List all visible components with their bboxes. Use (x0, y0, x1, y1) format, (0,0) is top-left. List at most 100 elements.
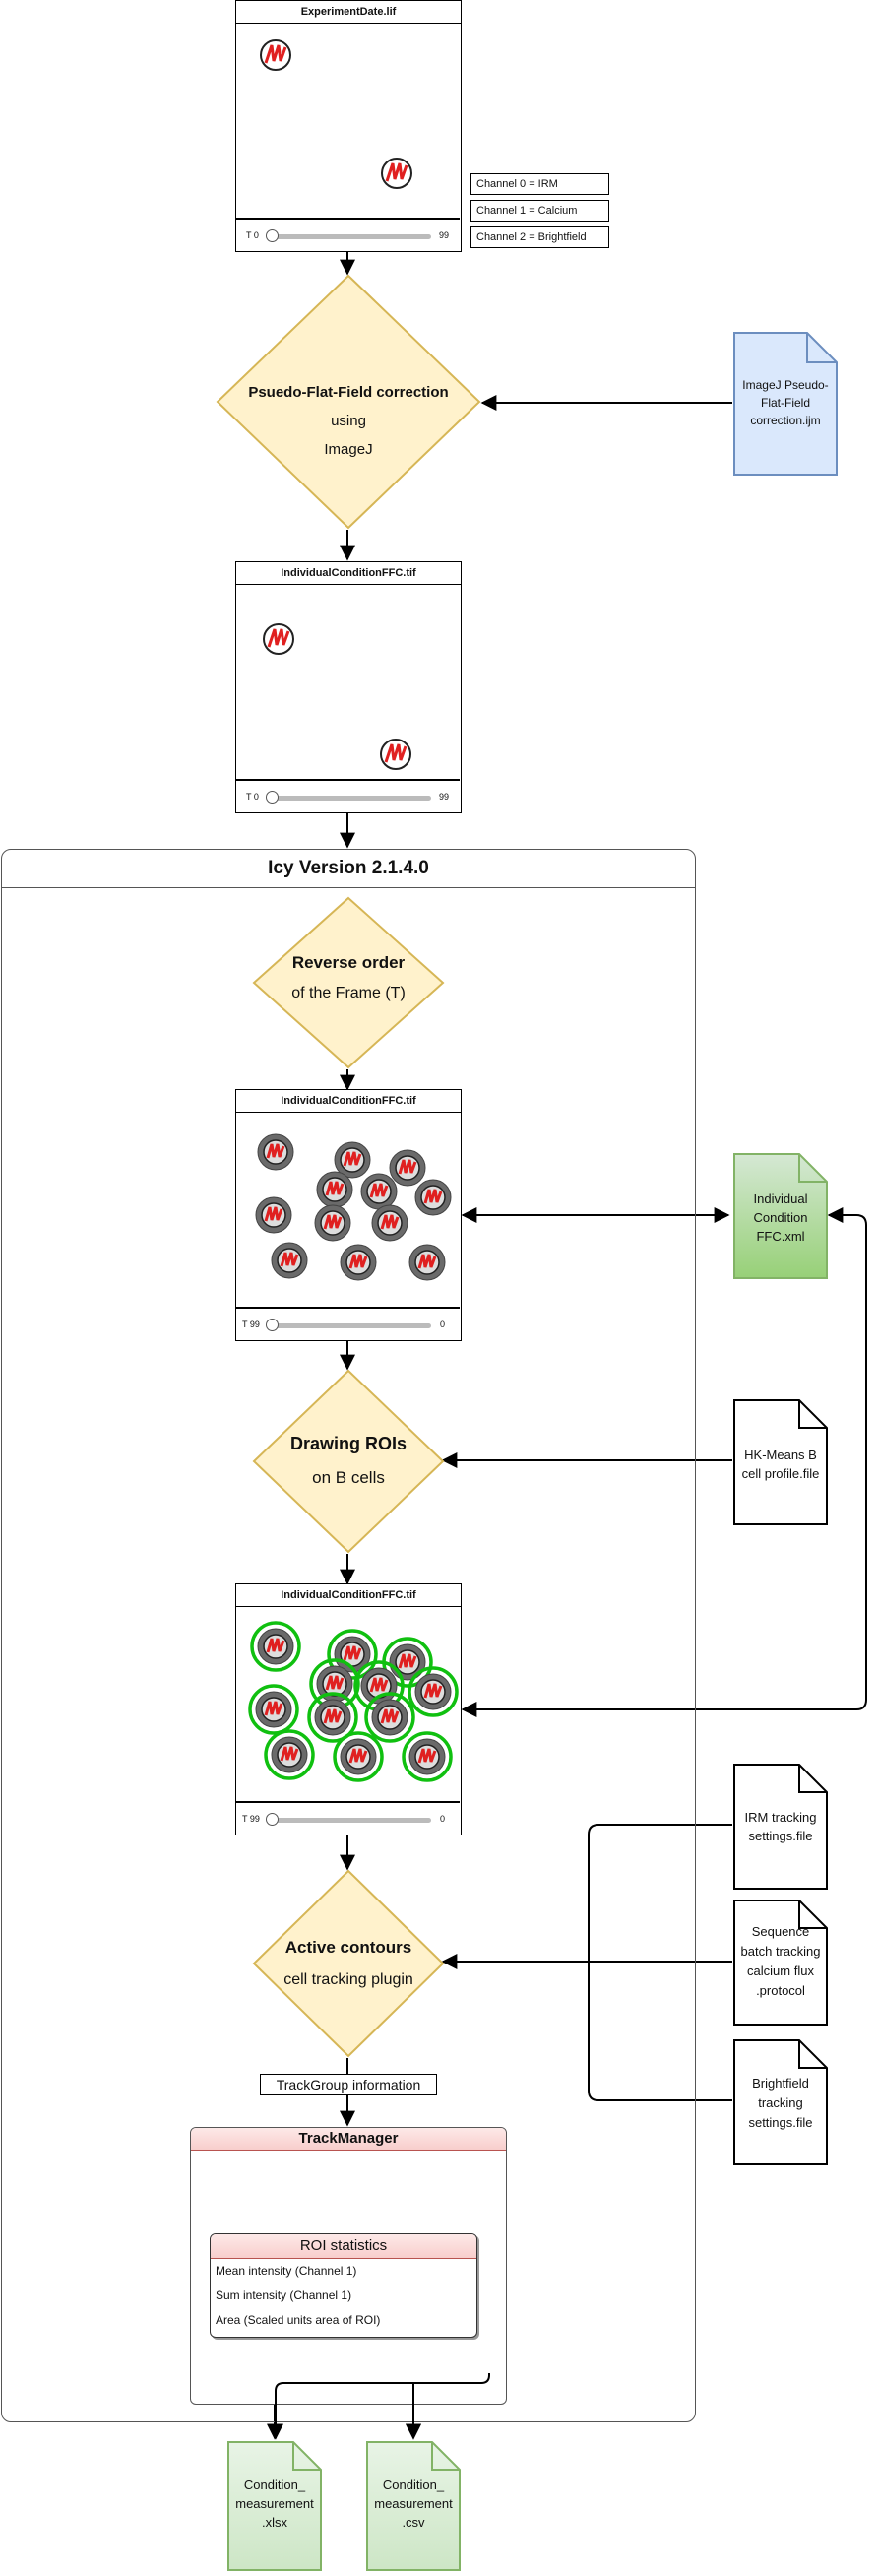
cell (333, 1731, 384, 1782)
arrow-roiviewer-to-xml (461, 1207, 867, 1717)
channel-label: Channel 2 = Brightfield (470, 226, 609, 248)
slider-end-label: 99 (438, 792, 449, 802)
xml-document-icon[interactable]: Individual Condition FFC.xml (732, 1152, 829, 1280)
doc-line: Brightfield (752, 2076, 809, 2091)
protocol-document-icon[interactable]: Sequence batch tracking calcium flux .pr… (732, 1899, 829, 2027)
doc-line: FFC.xml (756, 1229, 805, 1244)
doc-line: ImageJ Pseudo- (742, 378, 829, 392)
roi-line2: on B cells (312, 1468, 385, 1487)
hk-document-icon[interactable]: HK-Means B cell profile.file (732, 1398, 829, 1526)
doc-line: Condition_ (243, 2478, 306, 2492)
slider-end-label: 0 (439, 1814, 445, 1824)
slider-end-label: 99 (438, 230, 449, 240)
cell (408, 1666, 459, 1717)
roi-circle (250, 1621, 301, 1672)
doc-line: measurement (374, 2496, 453, 2511)
roi-circle (327, 1629, 378, 1680)
trackmanager-title: TrackManager (191, 2128, 506, 2151)
doc-line: Condition (753, 1210, 808, 1225)
csv-output-document-icon[interactable]: Condition_ measurement .csv (365, 2440, 462, 2572)
cell (382, 1637, 433, 1688)
doc-line: .xlsx (262, 2515, 287, 2530)
active-contours-decision: Active contours cell tracking plugin (252, 1869, 445, 2058)
slider-track[interactable] (272, 1323, 431, 1328)
slider-thumb[interactable] (266, 1813, 279, 1826)
roi-decision: Drawing ROIs on B cells (252, 1369, 445, 1554)
roi-image-viewer: IndividualConditionFFC.tif T 99 0 (235, 1583, 462, 1835)
trackgroup-label: TrackGroup information (260, 2074, 437, 2095)
slider-start-label: T 99 (242, 1814, 260, 1824)
cell (371, 1204, 408, 1242)
cell (248, 1684, 299, 1735)
cell (257, 1133, 294, 1171)
slider-end-label: 0 (439, 1320, 445, 1329)
roi-circle (402, 1731, 453, 1782)
ffc-line3: ImageJ (324, 441, 373, 458)
slider-start-label: T 99 (242, 1320, 260, 1329)
reversed-image-viewer: IndividualConditionFFC.tif T 99 0 (235, 1089, 462, 1341)
xlsx-output-document-icon[interactable]: Condition_ measurement .xlsx (226, 2440, 323, 2572)
doc-line: IRM tracking (744, 1810, 817, 1825)
roi-stat-row: Area (Scaled units area of ROI) (216, 2313, 381, 2327)
doc-line: settings.file (748, 2115, 813, 2130)
top-image-viewer: ExperimentDate.lif T 0 99 (235, 0, 462, 252)
viewer-title: ExperimentDate.lif (236, 1, 461, 24)
doc-line: HK-Means B (744, 1448, 817, 1462)
slider-start-label: T 0 (246, 792, 259, 802)
doc-line: Condition_ (382, 2478, 445, 2492)
roi-circle (408, 1666, 459, 1717)
slider-start-label: T 0 (246, 230, 259, 240)
slider-track[interactable] (272, 234, 431, 239)
ijm-document-icon[interactable]: ImageJ Pseudo- Flat-Field correction.ijm (732, 331, 839, 477)
cell-2 (381, 158, 412, 189)
slider-thumb[interactable] (266, 229, 279, 242)
brightfield-settings-document-icon[interactable]: Brightfield tracking settings.file (732, 2038, 829, 2166)
viewer-canvas (236, 623, 460, 781)
viewer-title: IndividualConditionFFC.tif (236, 1584, 461, 1607)
viewer-canvas (236, 1621, 460, 1803)
viewer-title: IndividualConditionFFC.tif (236, 562, 461, 585)
time-slider[interactable]: T 99 0 (236, 1805, 461, 1835)
cell (334, 1141, 371, 1179)
line-irm-settings (588, 1824, 732, 1960)
doc-line: Individual (753, 1191, 808, 1206)
irm-settings-document-icon[interactable]: IRM tracking settings.file (732, 1763, 829, 1891)
slider-track[interactable] (272, 1818, 431, 1823)
cell (340, 1244, 377, 1281)
cell (327, 1629, 378, 1680)
ffc-line2: using (331, 413, 366, 429)
slider-thumb[interactable] (266, 791, 279, 804)
cell (250, 1621, 301, 1672)
cell (255, 1196, 292, 1234)
cell (316, 1171, 353, 1208)
roi-circle (307, 1692, 358, 1743)
doc-line: Flat-Field (760, 396, 810, 410)
roi-stat-row: Sum intensity (Channel 1) (216, 2288, 352, 2302)
viewer-title: IndividualConditionFFC.tif (236, 1090, 461, 1113)
cell-1 (260, 39, 291, 71)
time-slider[interactable]: T 99 0 (236, 1311, 461, 1340)
channel-list: Channel 0 = IRM Channel 1 = Calcium Chan… (470, 173, 609, 248)
time-slider[interactable]: T 0 99 (236, 783, 461, 812)
reverse-line2: of the Frame (T) (291, 985, 406, 1001)
cell (402, 1731, 453, 1782)
cell (360, 1173, 398, 1210)
channel-label: Channel 1 = Calcium (470, 200, 609, 222)
slider-thumb[interactable] (266, 1319, 279, 1331)
cell (307, 1692, 358, 1743)
ffc-decision: Psuedo-Flat-Field correction using Image… (216, 274, 481, 530)
viewer-canvas (236, 1133, 460, 1309)
doc-line: .csv (402, 2515, 425, 2530)
roi-circle (248, 1684, 299, 1735)
doc-line: correction.ijm (750, 414, 821, 427)
slider-track[interactable] (272, 796, 431, 801)
doc-line: cell profile.file (741, 1466, 820, 1481)
cell (309, 1658, 360, 1709)
active-line2: cell tracking plugin (283, 1971, 413, 1988)
time-slider[interactable]: T 0 99 (236, 222, 461, 251)
icy-title: Icy Version 2.1.4.0 (2, 850, 695, 888)
doc-line: settings.file (748, 1829, 813, 1843)
ffc-image-viewer: IndividualConditionFFC.tif T 0 99 (235, 561, 462, 813)
doc-line: calcium flux (747, 1964, 814, 1978)
roi-statistics-panel: ROI statistics Mean intensity (Channel 1… (210, 2233, 477, 2338)
